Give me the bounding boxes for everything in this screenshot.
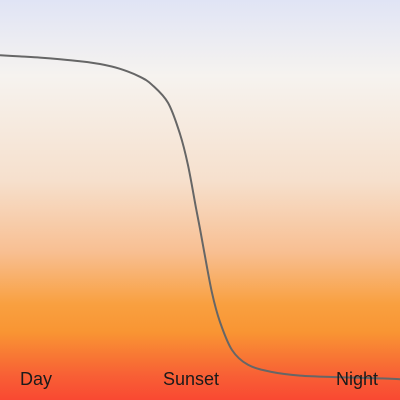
x-tick-label-day: Day	[20, 369, 52, 389]
x-tick-label-sunset: Sunset	[163, 369, 219, 389]
transition-curve-line	[0, 54, 400, 381]
x-tick-label-night: Night	[336, 369, 378, 389]
